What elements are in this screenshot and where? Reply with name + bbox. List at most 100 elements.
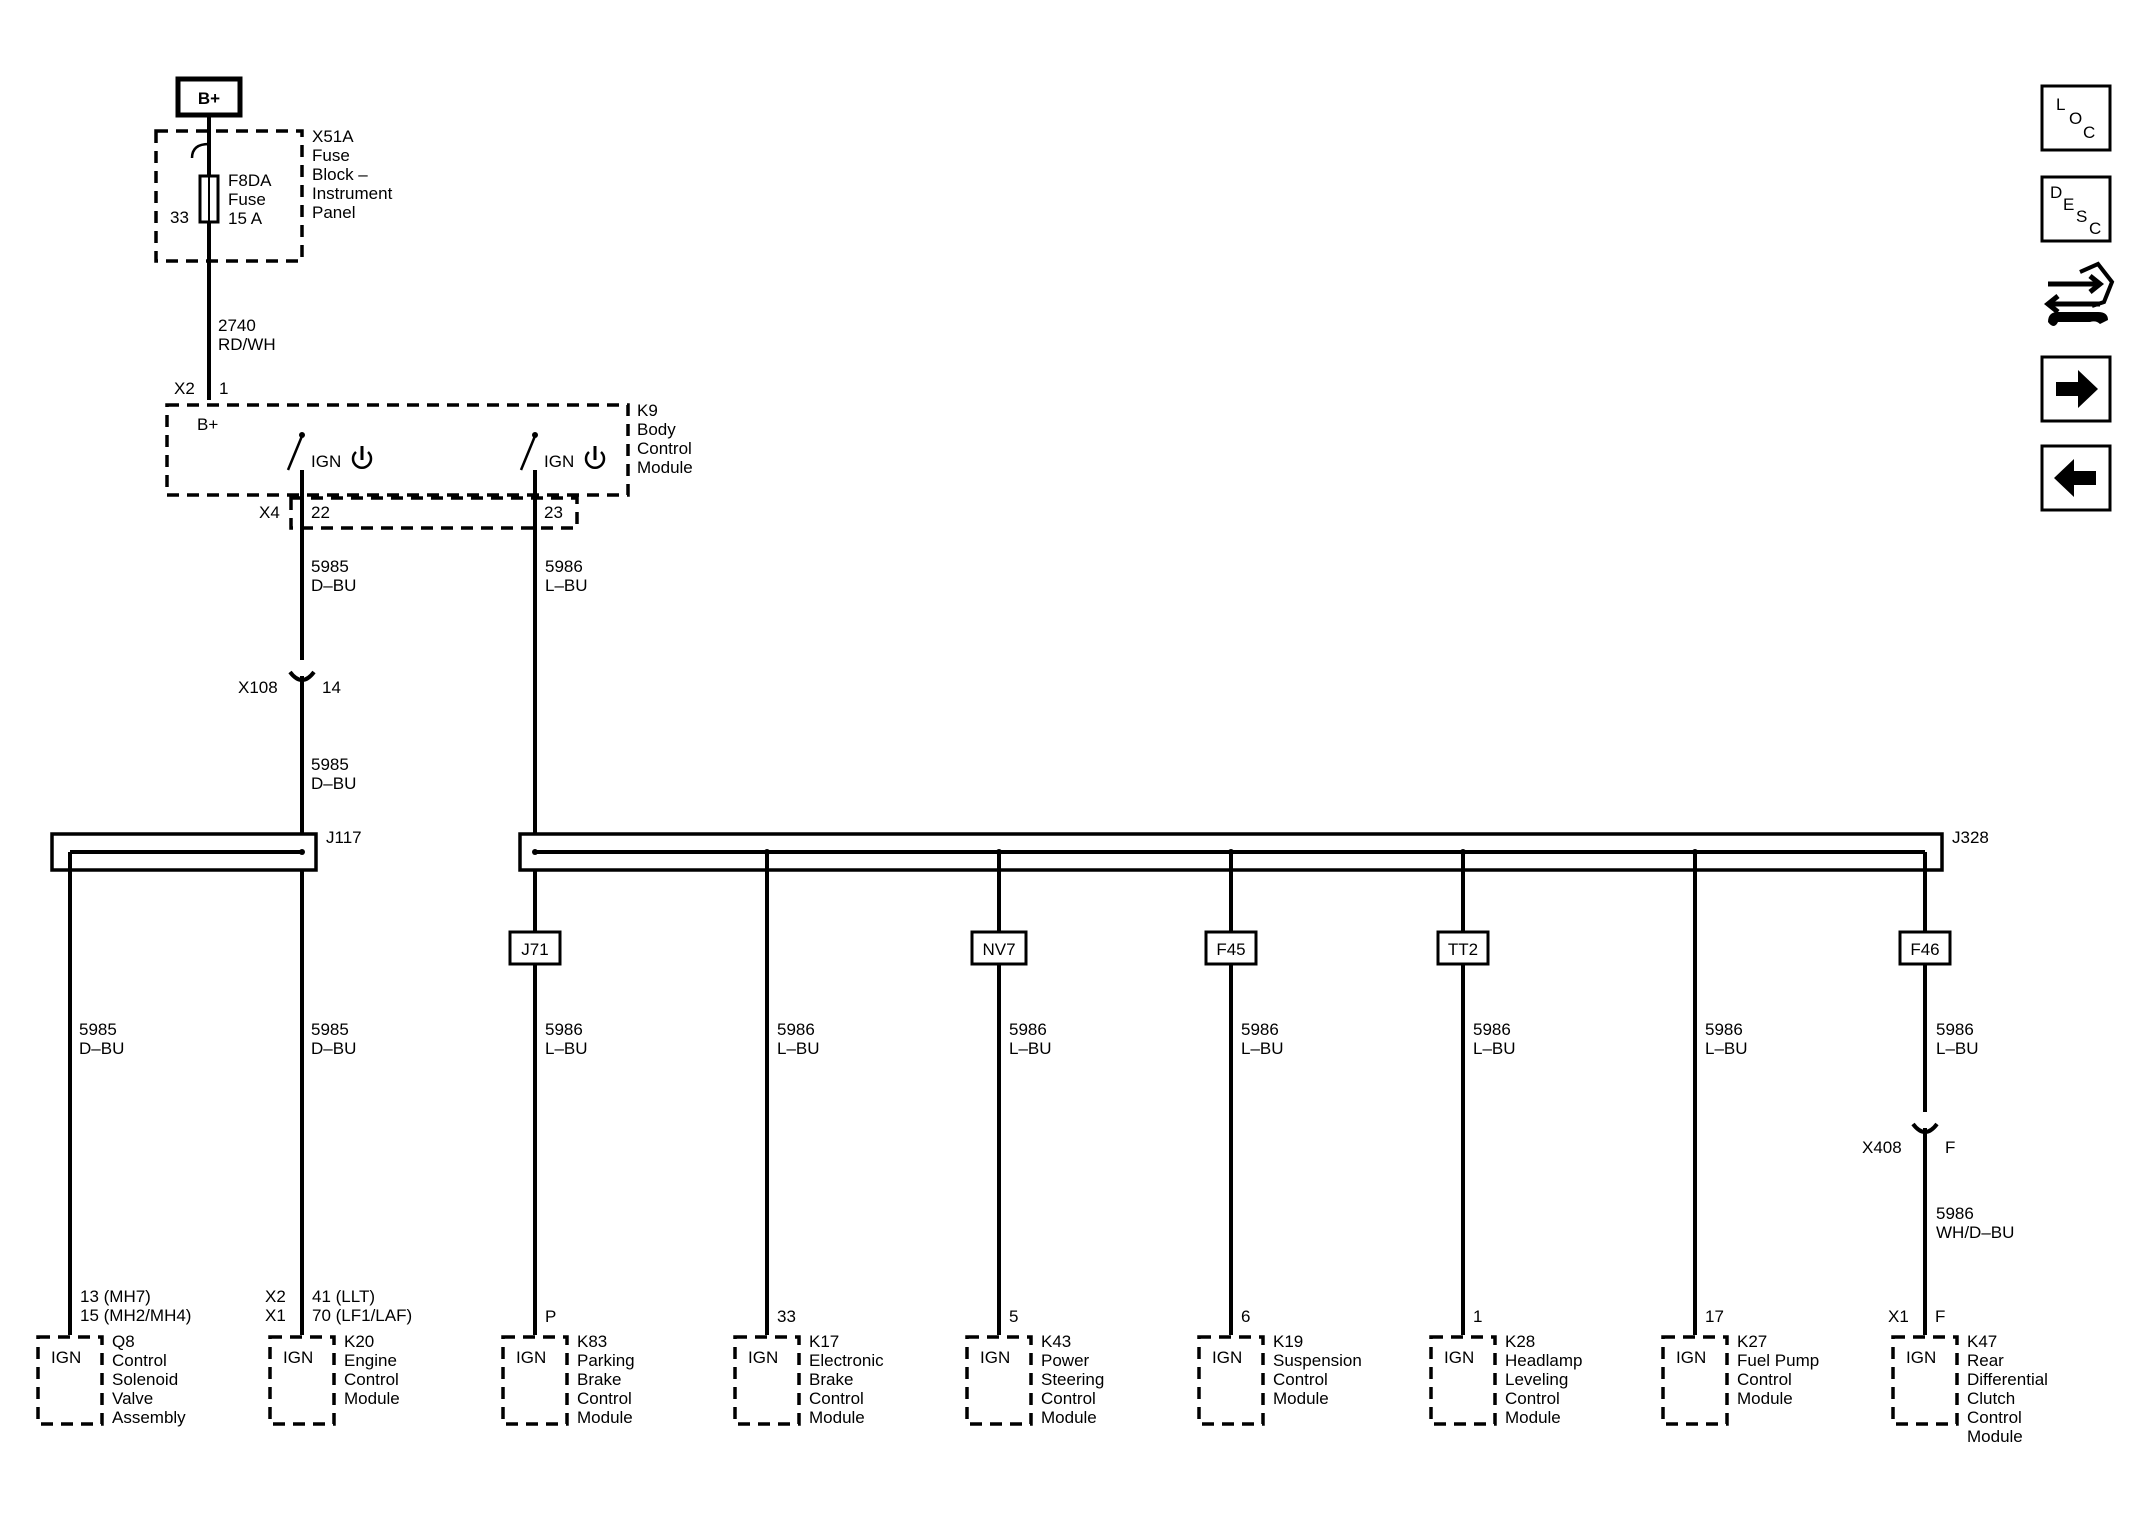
module-name-line: Differential xyxy=(1967,1370,2048,1389)
module-name-line: Engine xyxy=(344,1351,397,1370)
module-name-line: Module xyxy=(1273,1389,1329,1408)
body-control-module-k9: B+ IGN IGN K9 Body Control Module xyxy=(165,401,693,497)
drop-wire-circuit: 5986 xyxy=(777,1020,815,1039)
module-name-line: Parking xyxy=(577,1351,635,1370)
loc-icon[interactable]: L O C xyxy=(2040,84,2112,152)
module-name-line: Brake xyxy=(577,1370,621,1389)
loc-letter-c: C xyxy=(2083,123,2095,142)
wire-5985-circuit-2: 5985 xyxy=(311,755,349,774)
bcm-connector-out: X4 xyxy=(259,503,280,522)
drop-wire-color: L–BU xyxy=(1009,1039,1052,1058)
module-name-line: Electronic xyxy=(809,1351,884,1370)
drop-wire-circuit: 5986 xyxy=(545,1020,583,1039)
fuse-block-name-2: Block – xyxy=(312,165,368,184)
ignition-switch-1: IGN xyxy=(286,432,373,471)
module-name-line: Module xyxy=(809,1408,865,1427)
module-connector: X1 xyxy=(265,1306,286,1325)
switch-2-label: IGN xyxy=(544,452,574,471)
connector-wrench-icon[interactable] xyxy=(2043,261,2115,326)
module-name-line: Steering xyxy=(1041,1370,1104,1389)
drop-wire-color: L–BU xyxy=(1473,1039,1516,1058)
desc-letter-d: D xyxy=(2050,183,2062,202)
module-connector-outline xyxy=(1891,1335,1959,1426)
loc-letter-o: O xyxy=(2069,109,2082,128)
drop-wire-color: L–BU xyxy=(1705,1039,1748,1058)
desc-icon[interactable]: D E S C xyxy=(2040,175,2112,243)
bcm-name-1: Body xyxy=(637,420,676,439)
splice-j328-ref: J328 xyxy=(1952,828,1989,847)
module-pin: P xyxy=(545,1307,556,1326)
drop-wire-circuit: 5986 xyxy=(1705,1020,1743,1039)
module-name-line: Module xyxy=(1967,1427,2023,1446)
battery-positive-label: B+ xyxy=(198,89,220,108)
splice-j117: J117 xyxy=(50,828,362,872)
module-name-line: Module xyxy=(577,1408,633,1427)
module-pin: 41 (LLT) xyxy=(312,1287,375,1306)
wire-5985-circuit-1: 5985 xyxy=(311,557,349,576)
module-name-line: Module xyxy=(344,1389,400,1408)
wire-5985-color-1: D–BU xyxy=(311,576,356,595)
module-connector-outline xyxy=(1197,1335,1265,1426)
module-pin: 1 xyxy=(1473,1307,1482,1326)
module-ign-label: IGN xyxy=(1676,1348,1706,1367)
module-connector-outline xyxy=(733,1335,801,1426)
bcm-pin-in: 1 xyxy=(219,379,228,398)
bcm-name-2: Control xyxy=(637,439,692,458)
drop-wire-circuit: 5985 xyxy=(311,1020,349,1039)
drop-wire-circuit: 5985 xyxy=(79,1020,117,1039)
module-pin: 13 (MH7) xyxy=(80,1287,151,1306)
module-ign-label: IGN xyxy=(1444,1348,1474,1367)
wire-2740-circuit: 2740 xyxy=(218,316,256,335)
module-ref: K47 xyxy=(1967,1332,1997,1351)
battery-positive-box: B+ xyxy=(175,76,243,118)
module-connector-outline xyxy=(501,1335,569,1426)
arrow-left-icon[interactable] xyxy=(2040,444,2112,512)
module-name-line: Control xyxy=(809,1389,864,1408)
wire-5986-circuit-trunk: 5986 xyxy=(545,557,583,576)
option-box-nv7: NV7 xyxy=(970,930,1028,966)
module-ign-label: IGN xyxy=(1212,1348,1242,1367)
module-connector: X2 xyxy=(265,1287,286,1306)
wire-2740-color: RD/WH xyxy=(218,335,276,354)
fuse-block-name-1: Fuse xyxy=(312,146,350,165)
arrow-right-icon[interactable] xyxy=(2040,355,2112,423)
fuse-block-ref: X51A xyxy=(312,127,354,146)
fuse-label-2: Fuse xyxy=(228,190,266,209)
splice-j117-ref: J117 xyxy=(326,828,362,847)
option-box-f45: F45 xyxy=(1204,930,1258,966)
branch-drops xyxy=(68,852,1939,1335)
module-name-line: Control xyxy=(112,1351,167,1370)
module-name-line: Solenoid xyxy=(112,1370,178,1389)
bcm-pin-out-23: 23 xyxy=(544,503,563,522)
wire-5985-trunk xyxy=(288,470,316,848)
module-ref: K28 xyxy=(1505,1332,1535,1351)
power-icon xyxy=(584,446,606,469)
drop-wire-circuit: 5986 xyxy=(1009,1020,1047,1039)
module-name-line: Control xyxy=(1041,1389,1096,1408)
module-name-line: Control xyxy=(1505,1389,1560,1408)
fuse-label-3: 15 A xyxy=(228,209,263,228)
module-pin: 33 xyxy=(777,1307,796,1326)
module-name-line: Power xyxy=(1041,1351,1090,1370)
module-name-line: Control xyxy=(1273,1370,1328,1389)
bcm-bplus-label: B+ xyxy=(197,415,218,434)
module-connector-outline xyxy=(1429,1335,1497,1426)
bcm-connector-in: X2 xyxy=(174,379,195,398)
wire-5985-color-2: D–BU xyxy=(311,774,356,793)
module-ign-label: IGN xyxy=(283,1348,313,1367)
option-box-tt2: TT2 xyxy=(1436,930,1490,966)
module-pin: 6 xyxy=(1241,1307,1250,1326)
module-ref: K43 xyxy=(1041,1332,1071,1351)
option-f45-label: F45 xyxy=(1216,940,1245,959)
option-box-j71: J71 xyxy=(508,930,562,966)
module-name-line: Assembly xyxy=(112,1408,186,1427)
module-name-line: Leveling xyxy=(1505,1370,1568,1389)
bcm-ref: K9 xyxy=(637,401,658,420)
module-connector: X1 xyxy=(1888,1307,1909,1326)
